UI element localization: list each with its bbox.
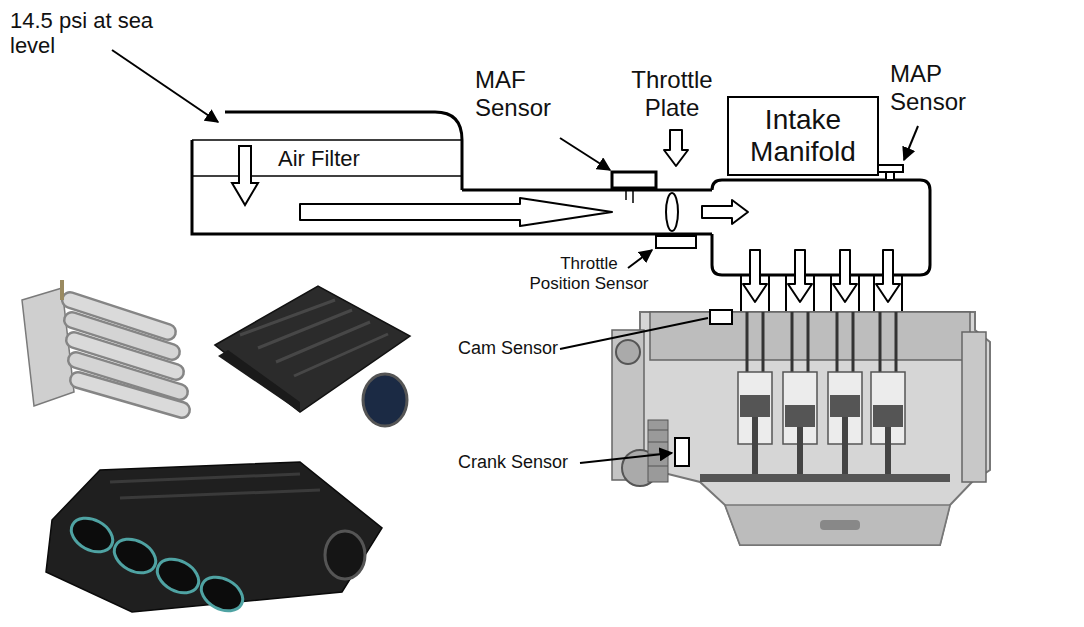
sensor-label: Crank Sensor [458,452,588,473]
flow-arrow [232,146,258,205]
cam-sensor-symbol [710,310,732,324]
housing-bottom [192,140,462,234]
aluminium-manifold-photo [22,280,182,410]
maf-sensor-symbol [612,172,656,188]
air-filter-housing: Air Filter [188,108,468,238]
part-label: Throttle Plate [612,66,732,121]
intake-manifold-box: Intake Manifold [727,96,879,176]
node-text: Intake Manifold [739,104,867,168]
filter-edge [192,139,462,141]
air-filter-outline [188,108,468,238]
sensor-label: Cam Sensor [458,338,578,359]
crank-sensor-symbol [675,438,689,466]
node-text: Air Filter [278,146,360,171]
sensor-label: MAP Sensor [890,60,1005,115]
leader-lines [112,50,918,463]
engine-cutaway [612,310,990,545]
plastic-manifold-photo [215,286,410,426]
throttle-plate-symbol [666,193,678,231]
pressure-note: 14.5 psi at sea level [10,8,195,59]
housing-top [225,112,462,190]
plenum-outline [712,180,930,275]
tps-symbol [656,236,696,248]
runners [741,275,902,312]
map-sensor-symbol [877,165,903,180]
sensor-label: MAF Sensor [475,66,575,121]
sensor-label: Throttle Position Sensor [528,254,650,293]
composite-manifold-photo [46,462,382,618]
filter-edge [192,175,462,177]
